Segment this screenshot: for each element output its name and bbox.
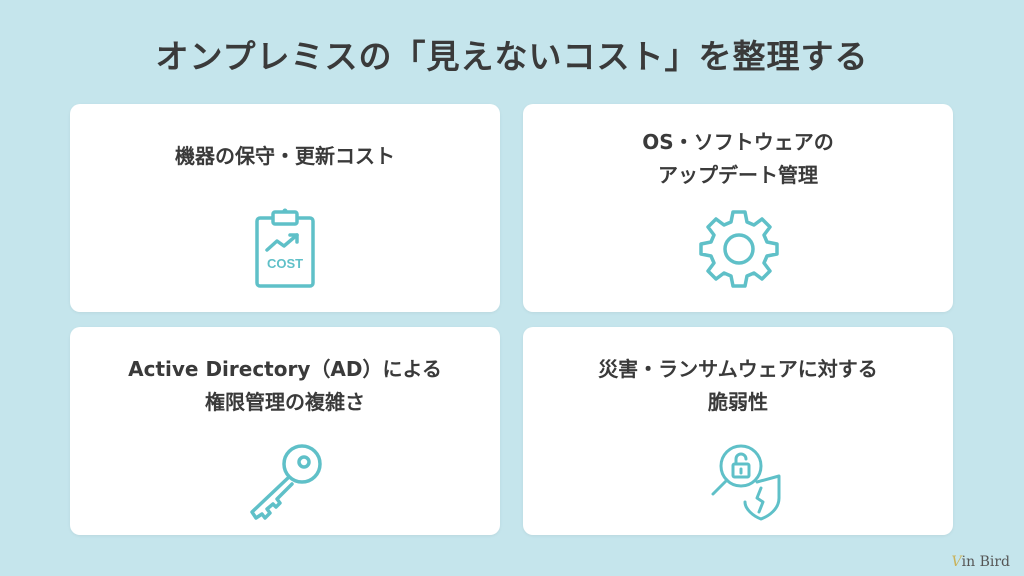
card-title: Active Directory（AD）による 権限管理の複雑さ <box>70 353 500 419</box>
logo-mark: V <box>951 554 962 570</box>
cost-label: COST <box>267 256 303 271</box>
vin-bird-logo: Vin Bird <box>952 554 1011 570</box>
card-title-line: 脆弱性 <box>708 390 768 414</box>
card-title-line: アップデート管理 <box>658 163 818 187</box>
card-title: 機器の保守・更新コスト <box>70 140 500 173</box>
page-title: オンプレミスの「見えないコスト」を整理する <box>155 37 869 76</box>
logo-text: in Bird <box>961 554 1010 570</box>
card-title-line: 権限管理の複雑さ <box>205 390 365 414</box>
card-disaster-ransomware: 災害・ランサムウェアに対する 脆弱性 <box>523 327 953 535</box>
card-title: OS・ソフトウェアの アップデート管理 <box>523 126 953 192</box>
key-icon <box>246 442 326 526</box>
card-title-line: Active Directory（AD）による <box>128 357 442 381</box>
card-active-directory: Active Directory（AD）による 権限管理の複雑さ <box>70 327 500 535</box>
card-title: 災害・ランサムウェアに対する 脆弱性 <box>523 353 953 419</box>
card-title-line: OS・ソフトウェアの <box>642 130 834 154</box>
card-software-update: OS・ソフトウェアの アップデート管理 <box>523 104 953 312</box>
cost-clipboard-icon: COST <box>253 208 317 292</box>
card-title-line: 機器の保守・更新コスト <box>175 144 395 168</box>
gear-icon <box>699 208 779 292</box>
card-maintenance-cost: 機器の保守・更新コスト COST <box>70 104 500 312</box>
security-search-icon <box>709 442 785 526</box>
card-title-line: 災害・ランサムウェアに対する <box>598 357 878 381</box>
